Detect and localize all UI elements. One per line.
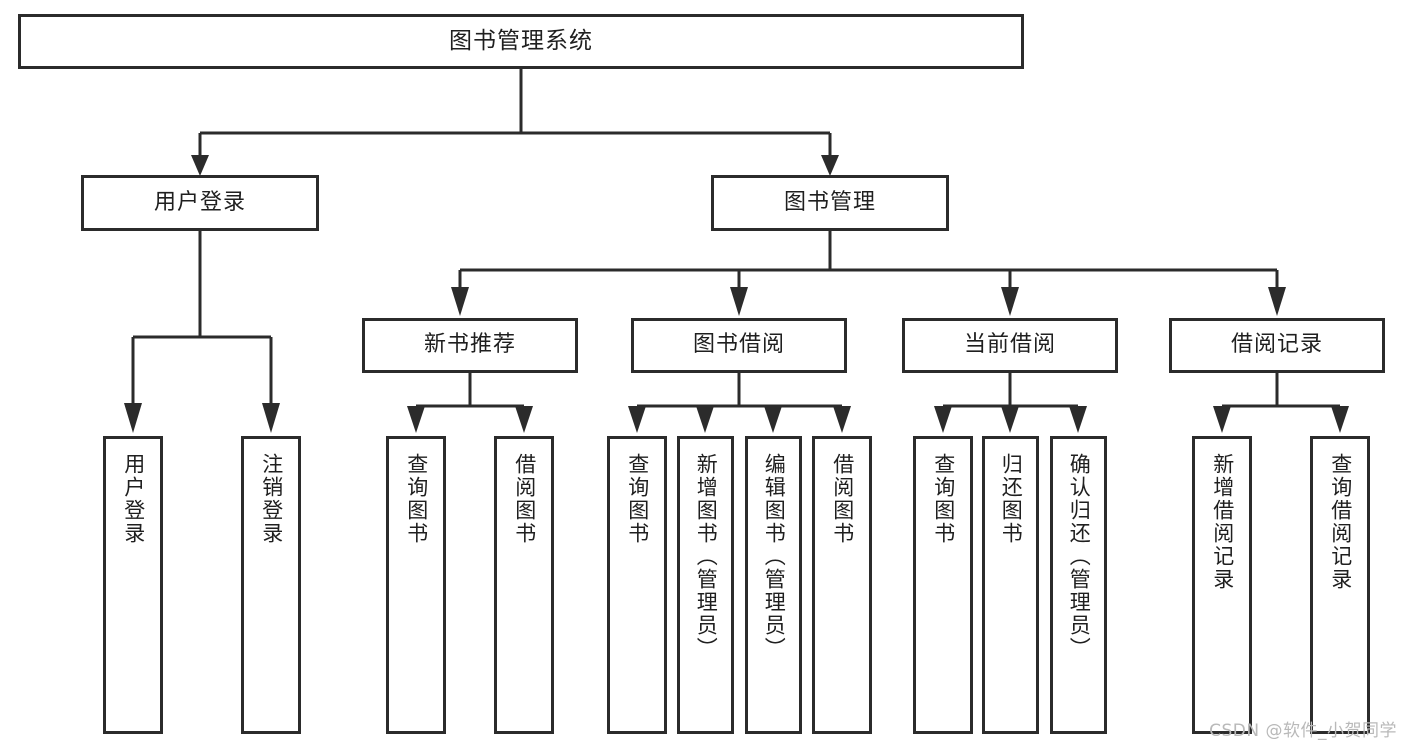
node-leaf-logout-login-label: 注销登录 <box>259 453 284 545</box>
node-book-manage-label: 图书管理 <box>783 189 876 215</box>
node-leaf-return-book-label: 归还图书 <box>999 453 1024 545</box>
arrow-head-leaf-add-record <box>1213 406 1231 433</box>
node-leaf-edit-book[interactable]: 编辑图书（管理员） <box>745 436 802 734</box>
arrow-head-leaf-query-record <box>1331 406 1349 433</box>
node-leaf-borrow-book-1-label: 借阅图书 <box>512 453 537 545</box>
arrow-head-leaf-borrow-book-2 <box>833 406 851 433</box>
arrow-head-current-borrow <box>1001 287 1019 316</box>
node-leaf-query-book-1[interactable]: 查询图书 <box>386 436 446 734</box>
csdn-watermark: CSDN @软件_小贺同学 <box>1209 721 1397 741</box>
arrow-head-leaf-query-book-2 <box>628 406 646 433</box>
node-leaf-query-book-3-label: 查询图书 <box>931 453 956 545</box>
node-leaf-add-record[interactable]: 新增借阅记录 <box>1192 436 1252 734</box>
node-leaf-user-login[interactable]: 用户登录 <box>103 436 163 734</box>
arrow-head-new-book-recommend <box>451 287 469 316</box>
arrow-head-book-borrow <box>730 287 748 316</box>
node-leaf-borrow-book-2-label: 借阅图书 <box>830 453 855 545</box>
node-root-label: 图书管理系统 <box>449 27 593 54</box>
node-book-borrow[interactable]: 图书借阅 <box>631 318 847 373</box>
node-current-borrow[interactable]: 当前借阅 <box>902 318 1118 373</box>
node-leaf-confirm-return[interactable]: 确认归还（管理员） <box>1050 436 1107 734</box>
node-user-login-label: 用户登录 <box>153 189 246 215</box>
arrow-head-leaf-user-login <box>124 403 142 433</box>
node-leaf-query-record[interactable]: 查询借阅记录 <box>1310 436 1370 734</box>
arrow-head-leaf-logout-login <box>262 403 280 433</box>
node-leaf-logout-login[interactable]: 注销登录 <box>241 436 301 734</box>
arrow-head-leaf-edit-book <box>764 406 782 433</box>
arrow-head-borrow-record <box>1268 287 1286 316</box>
node-current-borrow-label: 当前借阅 <box>963 332 1056 358</box>
node-leaf-return-book[interactable]: 归还图书 <box>982 436 1039 734</box>
node-leaf-borrow-book-2[interactable]: 借阅图书 <box>812 436 872 734</box>
node-root-book-management-system[interactable]: 图书管理系统 <box>18 14 1024 69</box>
arrow-head-book-manage <box>821 155 839 176</box>
arrow-head-leaf-query-book-1 <box>407 406 425 433</box>
node-leaf-edit-book-label: 编辑图书（管理员） <box>762 453 787 660</box>
node-leaf-query-book-2[interactable]: 查询图书 <box>607 436 667 734</box>
arrow-head-leaf-query-book-3 <box>934 406 952 433</box>
arrow-head-user-login <box>191 155 209 176</box>
node-leaf-query-book-2-label: 查询图书 <box>625 453 650 545</box>
node-borrow-record[interactable]: 借阅记录 <box>1169 318 1385 373</box>
node-leaf-query-book-1-label: 查询图书 <box>404 453 429 545</box>
node-leaf-borrow-book-1[interactable]: 借阅图书 <box>494 436 554 734</box>
node-user-login[interactable]: 用户登录 <box>81 175 319 231</box>
arrow-head-leaf-return-book <box>1001 406 1019 433</box>
node-new-book-recommend[interactable]: 新书推荐 <box>362 318 578 373</box>
node-leaf-add-book-label: 新增图书（管理员） <box>694 453 719 660</box>
arrow-head-leaf-confirm-return <box>1069 406 1087 433</box>
node-leaf-query-book-3[interactable]: 查询图书 <box>913 436 973 734</box>
arrow-head-leaf-add-book <box>696 406 714 433</box>
node-leaf-user-login-label: 用户登录 <box>121 453 146 545</box>
node-leaf-query-record-label: 查询借阅记录 <box>1328 453 1353 591</box>
node-borrow-record-label: 借阅记录 <box>1230 332 1323 358</box>
node-leaf-add-record-label: 新增借阅记录 <box>1210 453 1235 591</box>
node-leaf-add-book[interactable]: 新增图书（管理员） <box>677 436 734 734</box>
node-new-book-recommend-label: 新书推荐 <box>423 332 516 358</box>
arrow-head-leaf-borrow-book-1 <box>515 406 533 433</box>
node-book-borrow-label: 图书借阅 <box>692 332 785 358</box>
node-book-manage[interactable]: 图书管理 <box>711 175 949 231</box>
node-leaf-confirm-return-label: 确认归还（管理员） <box>1067 453 1092 660</box>
